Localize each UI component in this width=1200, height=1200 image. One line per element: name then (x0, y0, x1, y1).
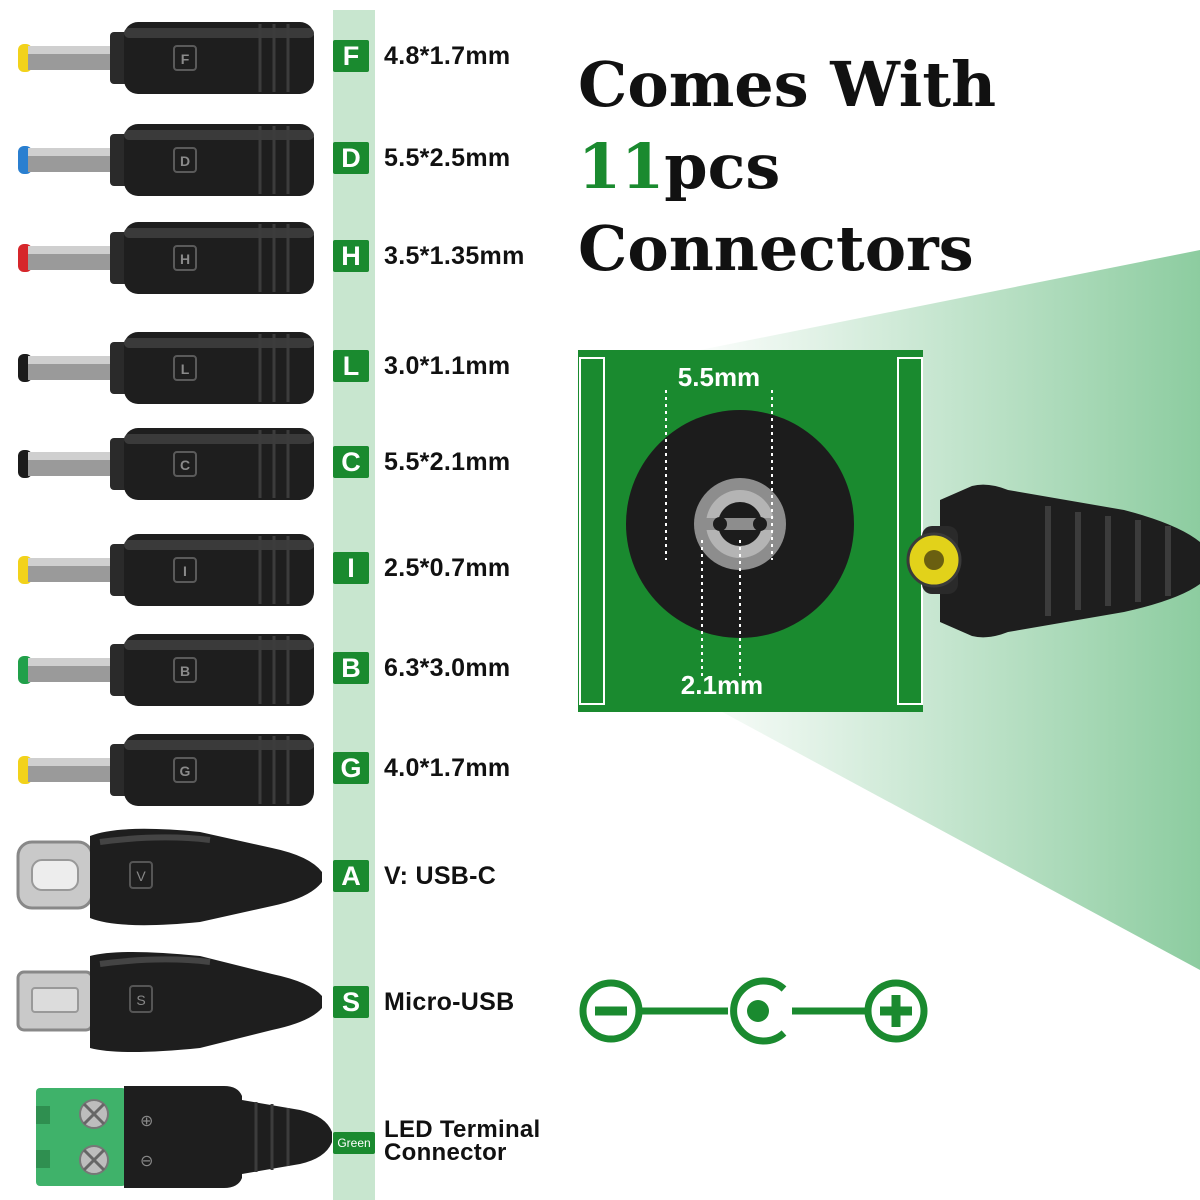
connector-row-f: F F 4.8*1.7mm (0, 8, 560, 108)
center-pin-icon (730, 977, 787, 1045)
headline: Comes With 11pcs Connectors (578, 44, 1188, 290)
connector-letter: C (333, 446, 369, 478)
micro-usb-label: Micro-USB (384, 988, 515, 1016)
headline-line2: 11pcs Connectors (578, 126, 1188, 290)
micro-usb-letter: S (333, 986, 369, 1018)
terminal-minus-mark: ⊖ (140, 1151, 153, 1170)
headline-count: 11 (578, 130, 665, 203)
polarity-symbol (579, 977, 928, 1045)
plug-mark: F (181, 51, 190, 67)
connector-size: 3.0*1.1mm (384, 352, 511, 380)
connector-letter: L (333, 350, 369, 382)
plug-mark: L (181, 361, 190, 377)
connector-row-d: D D 5.5*2.5mm (0, 110, 560, 210)
connector-letter: H (333, 240, 369, 272)
micro-usb-row: S S Micro-USB (0, 952, 560, 1052)
terminal-label-line2: Connector (384, 1139, 507, 1166)
connector-letter: I (333, 552, 369, 584)
terminal-plus-mark: ⊕ (140, 1111, 153, 1130)
terminal-label-line1: LED Terminal (384, 1116, 541, 1143)
plug-mark: D (180, 153, 190, 169)
terminal-label: LED Terminal Connector (384, 1116, 541, 1166)
connector-row-g: G G 4.0*1.7mm (0, 720, 560, 820)
connector-size: 5.5*2.5mm (384, 144, 511, 172)
barrel-plug-icon: C (18, 428, 314, 500)
barrel-plug-icon: H (18, 222, 314, 294)
usb-c-plug-icon: V (16, 828, 322, 926)
plug-mark: I (183, 563, 187, 579)
plug-mark: H (180, 251, 190, 267)
micro-usb-mark: S (136, 992, 145, 1008)
connector-letter: B (333, 652, 369, 684)
connector-size: 2.5*0.7mm (384, 554, 511, 582)
plug-mark: C (180, 457, 190, 473)
barrel-plug-icon: B (18, 634, 314, 706)
plug-mark: B (180, 663, 190, 679)
connector-size: 5.5*2.1mm (384, 448, 511, 476)
barrel-plug-icon: D (18, 124, 314, 196)
outer-diameter-label: 5.5mm (678, 362, 760, 392)
connector-size: 4.0*1.7mm (384, 754, 511, 782)
terminal-badge: Green (333, 1132, 375, 1154)
usb-c-label: V: USB-C (384, 862, 497, 890)
usb-c-letter: A (333, 860, 369, 892)
headline-line1: Comes With (578, 48, 997, 121)
terminal-row: ⊕ ⊖ Green LED Terminal Connector (0, 1080, 560, 1190)
barrel-plug-icon: F (18, 22, 314, 94)
connector-size: 4.8*1.7mm (384, 42, 511, 70)
micro-usb-plug-icon: S (16, 952, 322, 1052)
connector-row-b: B B 6.3*3.0mm (0, 620, 560, 720)
connector-row-h: H H 3.5*1.35mm (0, 208, 560, 308)
positive-icon (864, 979, 928, 1043)
connector-letter: F (333, 40, 369, 72)
plug-mark: G (180, 763, 191, 779)
usb-c-mark: V (136, 868, 146, 884)
negative-icon (579, 979, 643, 1043)
barrel-plug-icon: L (18, 332, 314, 404)
headline-rest: pcs Connectors (578, 130, 974, 285)
terminal-connector-icon: ⊕ ⊖ (36, 1086, 332, 1188)
connector-row-l: L L 3.0*1.1mm (0, 318, 560, 418)
barrel-plug-icon: I (18, 534, 314, 606)
connector-row-i: I I 2.5*0.7mm (0, 520, 560, 620)
usb-c-row: V A V: USB-C (0, 826, 560, 926)
barrel-plug-icon: G (18, 734, 314, 806)
connector-letter: G (333, 752, 369, 784)
inner-diameter-label: 2.1mm (681, 670, 763, 700)
dimension-diagram: 5.5mm 2.1mm (578, 350, 1200, 712)
connector-size: 6.3*3.0mm (384, 654, 511, 682)
connector-letter: D (333, 142, 369, 174)
connector-row-c: C C 5.5*2.1mm (0, 414, 560, 514)
connector-size: 3.5*1.35mm (384, 242, 525, 270)
